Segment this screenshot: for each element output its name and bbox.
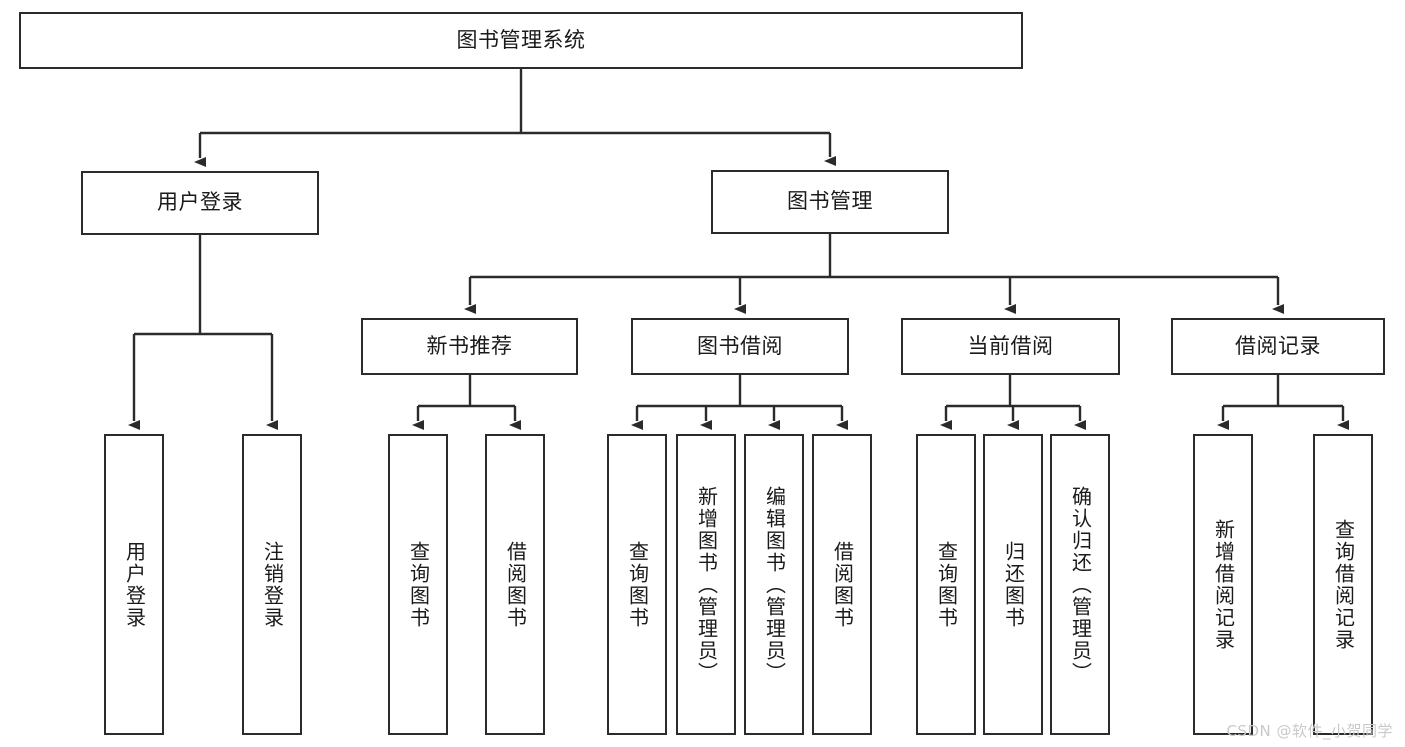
node-root-system[interactable]: 图书管理系统 xyxy=(19,12,1023,69)
node-leaf-lend-book[interactable]: 借阅图书 xyxy=(812,434,872,735)
node-label: 归还图书 xyxy=(1001,540,1026,629)
node-leaf-return-book[interactable]: 归还图书 xyxy=(983,434,1043,735)
node-book-management[interactable]: 图书管理 xyxy=(711,170,949,234)
node-borrow-record[interactable]: 借阅记录 xyxy=(1171,318,1385,375)
node-current-borrow[interactable]: 当前借阅 xyxy=(901,318,1120,375)
node-leaf-user-login[interactable]: 用户登录 xyxy=(104,434,164,735)
node-label: 借阅图书 xyxy=(503,540,528,629)
node-leaf-query-book-current[interactable]: 查询图书 xyxy=(916,434,976,735)
node-leaf-add-borrow-record[interactable]: 新增借阅记录 xyxy=(1193,434,1253,735)
node-user-login[interactable]: 用户登录 xyxy=(81,171,319,235)
node-label: 借阅图书 xyxy=(830,540,855,629)
node-leaf-add-book-admin[interactable]: 新增图书（管理员） xyxy=(676,434,736,735)
node-label: 查询借阅记录 xyxy=(1331,518,1356,651)
node-leaf-query-book-borrow[interactable]: 查询图书 xyxy=(607,434,667,735)
node-leaf-query-book-recommend[interactable]: 查询图书 xyxy=(388,434,448,735)
node-label: 当前借阅 xyxy=(967,333,1054,358)
node-new-book-recommend[interactable]: 新书推荐 xyxy=(361,318,578,375)
node-book-borrow[interactable]: 图书借阅 xyxy=(631,318,849,375)
node-label: 图书管理系统 xyxy=(456,27,586,52)
node-label: 新增图书（管理员） xyxy=(694,485,719,684)
node-label: 用户登录 xyxy=(122,540,147,629)
node-leaf-logout[interactable]: 注销登录 xyxy=(242,434,302,735)
node-label: 用户登录 xyxy=(157,190,243,215)
node-label: 注销登录 xyxy=(260,540,285,629)
node-leaf-borrow-book-recommend[interactable]: 借阅图书 xyxy=(485,434,545,735)
node-leaf-edit-book-admin[interactable]: 编辑图书（管理员） xyxy=(744,434,804,735)
node-leaf-query-borrow-record[interactable]: 查询借阅记录 xyxy=(1313,434,1373,735)
node-label: 查询图书 xyxy=(406,540,431,629)
node-leaf-confirm-return-admin[interactable]: 确认归还（管理员） xyxy=(1050,434,1110,735)
node-label: 确认归还（管理员） xyxy=(1068,485,1093,684)
node-label: 查询图书 xyxy=(625,540,650,629)
node-label: 图书管理 xyxy=(787,189,873,214)
node-label: 新书推荐 xyxy=(426,333,513,358)
node-label: 编辑图书（管理员） xyxy=(762,485,787,684)
node-label: 新增借阅记录 xyxy=(1211,518,1236,651)
node-label: 图书借阅 xyxy=(697,333,783,358)
node-label: 查询图书 xyxy=(934,540,959,629)
node-label: 借阅记录 xyxy=(1235,333,1321,358)
